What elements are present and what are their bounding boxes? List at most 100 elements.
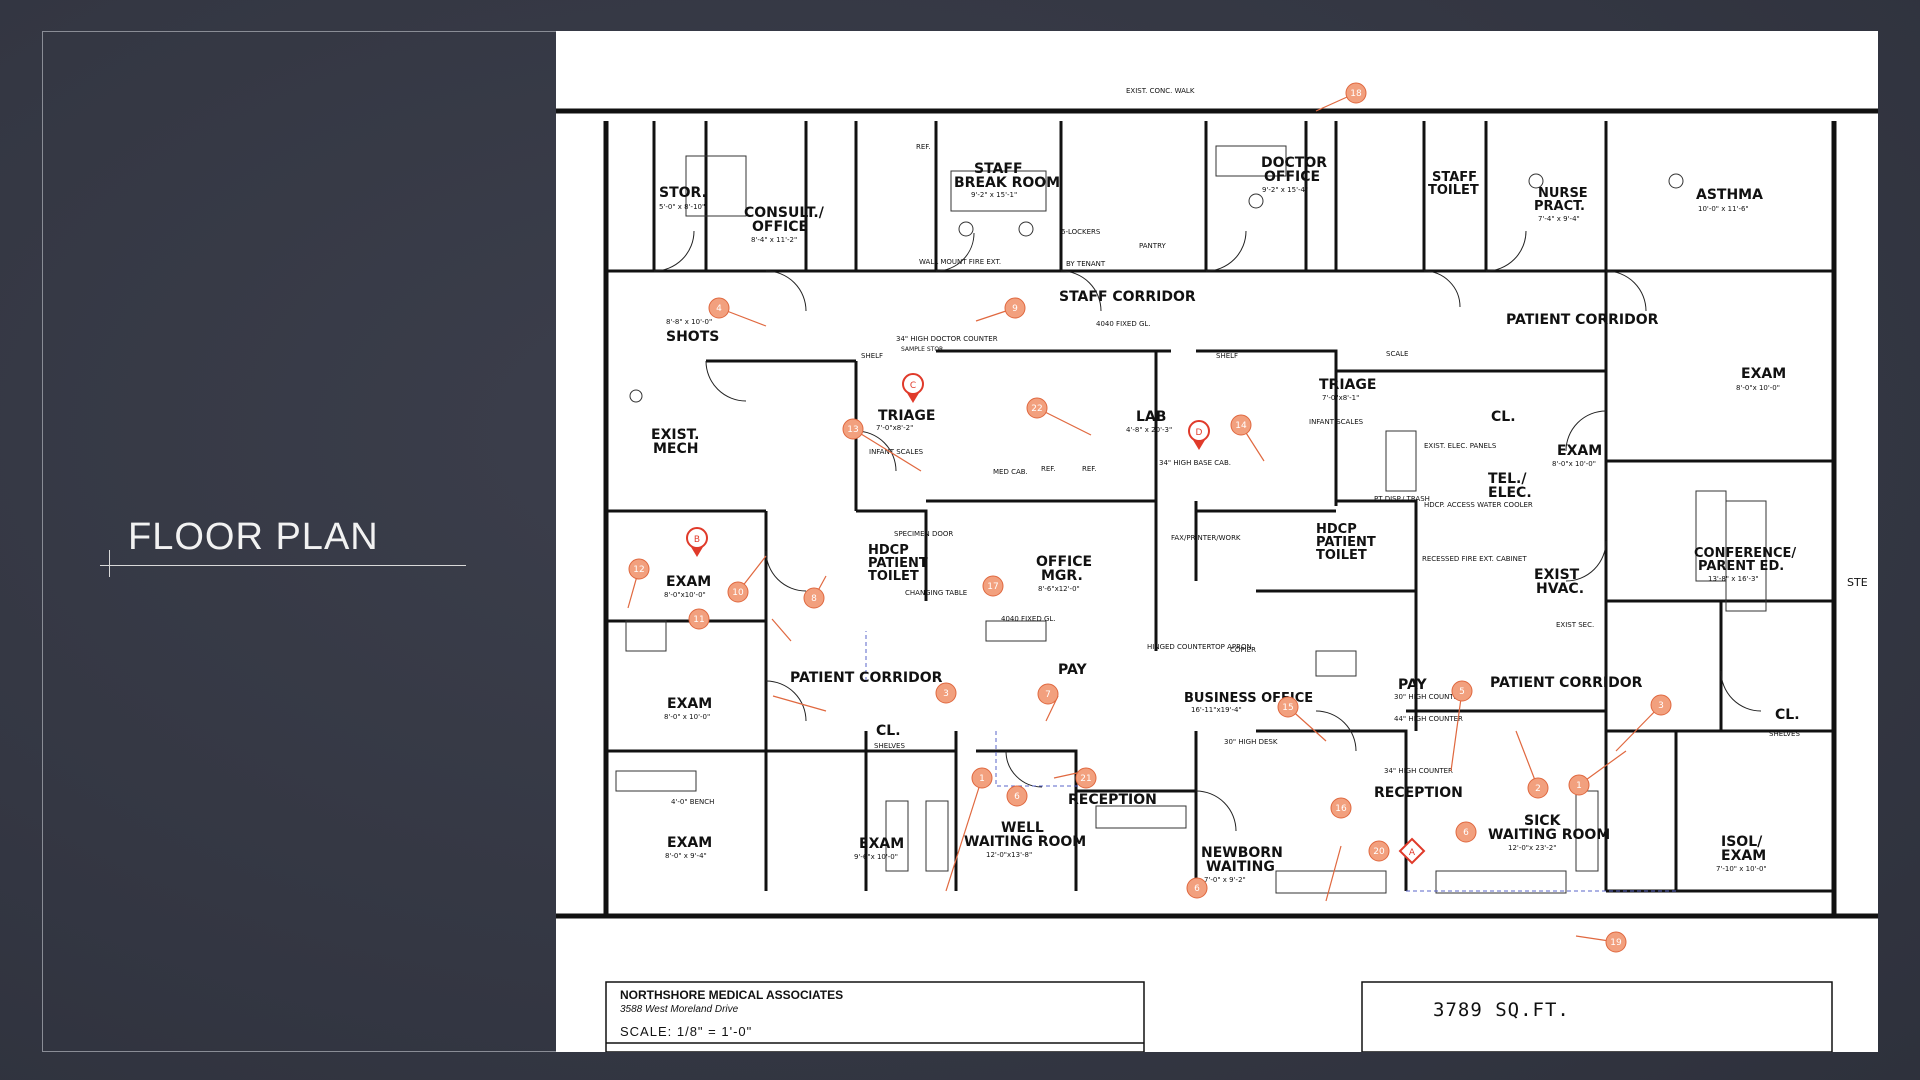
svg-text:4: 4 <box>716 304 722 314</box>
note-lockers: 6-LOCKERS <box>1061 228 1101 236</box>
note-bench: 4'-0" BENCH <box>671 798 714 806</box>
room-pay-1: PAY <box>1058 662 1087 678</box>
svg-text:9'-6"x 10'-0": 9'-6"x 10'-0" <box>854 853 898 861</box>
svg-text:13: 13 <box>847 425 858 435</box>
corridor-reception-2: RECEPTION <box>1374 785 1463 801</box>
svg-text:PAY: PAY <box>1398 677 1427 693</box>
svg-text:22: 22 <box>1031 404 1042 414</box>
svg-text:TOILET: TOILET <box>1428 183 1479 198</box>
room-shots: 8'-8" x 10'-0" SHOTS <box>666 318 719 345</box>
svg-text:7'-0" x 9'-2": 7'-0" x 9'-2" <box>1204 876 1246 884</box>
practice-name: NORTHSHORE MEDICAL ASSOCIATES <box>620 988 843 1002</box>
note-ref-3: REF. <box>1082 465 1096 473</box>
svg-text:D: D <box>1196 428 1203 438</box>
svg-text:8'-8" x 10'-0": 8'-8" x 10'-0" <box>666 318 712 326</box>
dashed-guidelines <box>865 631 1676 892</box>
svg-text:EXAM: EXAM <box>666 574 711 590</box>
keynote-11: 11 <box>688 608 710 630</box>
keynote-9: 9 <box>1004 297 1026 319</box>
svg-text:13'-8" x 16'-3": 13'-8" x 16'-3" <box>1708 575 1759 583</box>
note-ref-1: REF. <box>916 143 930 151</box>
room-conference: CONFERENCE/PARENT ED.13'-8" x 16'-3" <box>1694 546 1796 583</box>
svg-text:EXIST: EXIST <box>1534 567 1580 583</box>
keynote-10: 10 <box>727 581 749 603</box>
svg-text:18: 18 <box>1350 89 1362 99</box>
keynote-22: 22 <box>1026 397 1048 419</box>
note-shelf-1: SHELF <box>861 352 883 360</box>
keynote-15: 15 <box>1277 696 1299 718</box>
keynote-6b: 6 <box>1455 821 1477 843</box>
note-by-tenant: BY TENANT <box>1066 260 1106 268</box>
keynote-19: 19 <box>1605 931 1627 953</box>
keynote-6a: 6 <box>1006 785 1028 807</box>
svg-text:8'-0" x 10'-0": 8'-0" x 10'-0" <box>664 713 710 721</box>
svg-text:OFFICE: OFFICE <box>1036 554 1092 570</box>
svg-text:12: 12 <box>633 565 644 575</box>
corridor-patient-1: PATIENT CORRIDOR <box>1506 312 1659 328</box>
practice-address: 3588 West Moreland Drive <box>620 1004 739 1015</box>
room-labels: STOR.5'-0" x 8'-10" CONSULT./OFFICE8'-4"… <box>651 87 1868 884</box>
svg-text:NURSE: NURSE <box>1538 186 1588 201</box>
note-pt-disp: PT DISP./ TRASH <box>1374 495 1430 503</box>
room-cl-1: CL. <box>1491 409 1516 425</box>
svg-text:8'-4" x 11'-2": 8'-4" x 11'-2" <box>751 236 797 244</box>
note-doctor-counter: 34" HIGH DOCTOR COUNTER <box>896 335 998 343</box>
note-med-cab: MED CAB. <box>993 468 1028 476</box>
svg-text:7: 7 <box>1045 690 1051 700</box>
keynote-16: 16 <box>1330 797 1352 819</box>
marker-c: C <box>902 373 924 403</box>
note-30-counter: 30" HIGH COUNTER <box>1394 693 1463 701</box>
svg-text:NEWBORN: NEWBORN <box>1201 845 1283 861</box>
svg-text:8'-0"x 10'-0": 8'-0"x 10'-0" <box>1552 460 1596 468</box>
svg-text:EXAM: EXAM <box>667 835 712 851</box>
keynote-2: 2 <box>1527 777 1549 799</box>
svg-text:OFFICE: OFFICE <box>1264 169 1320 185</box>
svg-text:SHOTS: SHOTS <box>666 329 719 345</box>
svg-text:CL.: CL. <box>1491 409 1516 425</box>
svg-text:WAITING ROOM: WAITING ROOM <box>964 834 1086 850</box>
svg-text:WAITING ROOM: WAITING ROOM <box>1488 827 1610 843</box>
title-underline <box>100 565 466 566</box>
note-copier: COPIER <box>1230 646 1256 654</box>
svg-text:16: 16 <box>1335 804 1347 814</box>
svg-text:7'-0"x8'-2": 7'-0"x8'-2" <box>876 424 913 432</box>
svg-text:BREAK ROOM: BREAK ROOM <box>954 175 1060 191</box>
keynote-21: 21 <box>1075 767 1097 789</box>
svg-text:14: 14 <box>1235 421 1247 431</box>
svg-text:11: 11 <box>693 615 704 625</box>
svg-text:TOILET: TOILET <box>868 569 919 584</box>
note-fire-ext: WALL MOUNT FIRE EXT. <box>919 258 1001 266</box>
keynote-4: 4 <box>708 297 730 319</box>
svg-text:6: 6 <box>1014 792 1020 802</box>
keynote-3a: 3 <box>935 682 957 704</box>
note-fire-cabinet: RECESSED FIRE EXT. CABINET <box>1422 555 1527 563</box>
svg-text:TOILET: TOILET <box>1316 548 1367 563</box>
svg-text:9'-2" x 15'-4": 9'-2" x 15'-4" <box>1262 186 1308 194</box>
drawing-scale: SCALE: 1/8" = 1'-0" <box>620 1024 752 1039</box>
keynote-6c: 6 <box>1186 877 1208 899</box>
svg-text:8: 8 <box>811 594 817 604</box>
square-footage: 3789 SQ.FT. <box>1433 999 1570 1021</box>
svg-text:PRACT.: PRACT. <box>1534 199 1585 214</box>
room-cl-3: CL.SHELVES <box>1769 707 1800 738</box>
note-ref-2: REF. <box>1041 465 1055 473</box>
keynote-7: 7 <box>1037 683 1059 705</box>
svg-text:7'-0"x8'-1": 7'-0"x8'-1" <box>1322 394 1359 402</box>
room-tel-elec: TEL./ELEC. <box>1488 471 1532 501</box>
svg-text:19: 19 <box>1610 938 1622 948</box>
svg-text:1: 1 <box>1576 781 1582 791</box>
marker-d: D <box>1188 420 1210 450</box>
note-sample-stor: SAMPLE STOR. <box>901 346 945 353</box>
svg-text:EXAM: EXAM <box>667 696 712 712</box>
